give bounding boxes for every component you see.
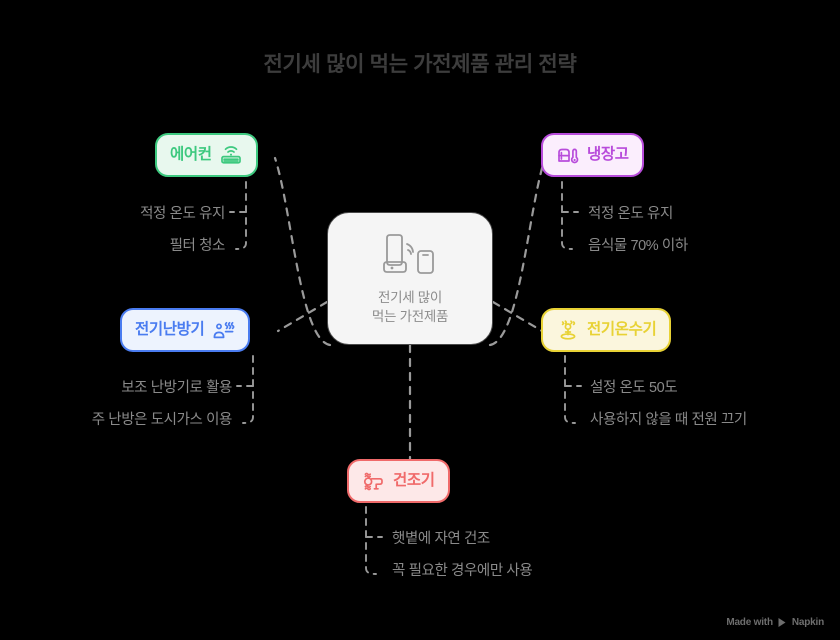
air-conditioner-icon — [220, 146, 241, 164]
sub-item: 적정 온도 유지 — [588, 206, 673, 222]
wire-center-aircon — [273, 156, 332, 347]
water-heater-icon — [560, 320, 576, 340]
node-aircon-label: 에어컨 — [170, 146, 212, 164]
bracket-aircon — [235, 181, 247, 250]
subs-waterheater: 설정 온도 50도 사용하지 않을 때 전원 끄기 — [590, 376, 830, 429]
center-node-label: 전기세 많이 먹는 가전제품 — [371, 289, 449, 324]
node-fridge[interactable]: 냉장고 — [541, 133, 644, 177]
napkin-logo-icon — [778, 618, 786, 627]
sub-item: 적정 온도 유지 — [140, 206, 225, 222]
bracket-waterheater — [564, 355, 576, 424]
sub-item: 꼭 필요한 경우에만 사용 — [392, 563, 533, 579]
subs-heater: 보조 난방기로 활용 주 난방은 도시가스 이용 — [10, 376, 233, 429]
node-dryer-label: 건조기 — [393, 472, 435, 490]
subs-fridge: 적정 온도 유지 음식물 70% 이하 — [588, 202, 788, 255]
node-aircon[interactable]: 에어컨 — [155, 133, 258, 177]
node-waterheater-label: 전기온수기 — [587, 321, 657, 339]
bracket-dryer — [365, 506, 377, 575]
smart-appliance-icon — [383, 233, 434, 274]
sub-item: 주 난방은 도시가스 이용 — [91, 412, 233, 428]
refrigerator-thermometer-icon — [558, 148, 579, 164]
bracket-fridge — [561, 181, 573, 250]
wire-center-heater — [276, 300, 329, 333]
sub-item: 보조 난방기로 활용 — [121, 380, 232, 396]
bracket-heater — [242, 355, 254, 424]
wire-center-fridge — [488, 156, 547, 347]
sub-item: 사용하지 않을 때 전원 끄기 — [590, 412, 747, 428]
watermark-made-with: Made with — [726, 617, 773, 628]
node-heater-label: 전기난방기 — [135, 321, 205, 339]
electric-heater-icon — [213, 321, 235, 339]
node-dryer[interactable]: 건조기 — [347, 459, 450, 503]
node-fridge-label: 냉장고 — [587, 146, 629, 164]
node-heater[interactable]: 전기난방기 — [120, 308, 251, 352]
sub-item: 설정 온도 50도 — [590, 380, 678, 396]
sub-item: 햇볕에 자연 건조 — [392, 531, 490, 547]
napkin-watermark[interactable]: Made with Napkin — [726, 617, 824, 628]
sub-item: 음식물 70% 이하 — [588, 238, 688, 254]
center-node[interactable]: 전기세 많이 먹는 가전제품 — [327, 212, 493, 345]
subs-dryer: 햇볕에 자연 건조 꼭 필요한 경우에만 사용 — [392, 527, 632, 580]
wire-center-waterheater — [491, 300, 544, 333]
subs-aircon: 적정 온도 유지 필터 청소 — [60, 202, 225, 255]
page-title: 전기세 많이 먹는 가전제품 관리 전략 — [263, 53, 577, 76]
hair-dryer-icon — [363, 472, 383, 491]
node-waterheater[interactable]: 전기온수기 — [541, 308, 672, 352]
sub-item: 필터 청소 — [169, 238, 226, 254]
watermark-brand: Napkin — [791, 617, 824, 628]
